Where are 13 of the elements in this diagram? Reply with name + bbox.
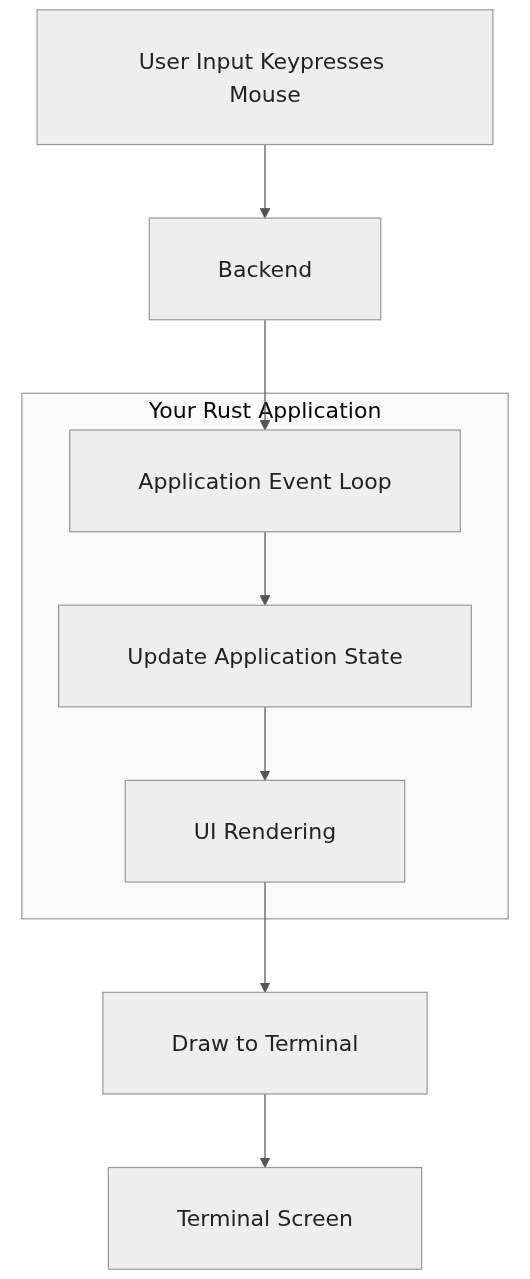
arrow <box>259 706 271 781</box>
arrow <box>259 143 271 219</box>
node-box: Application Event Loop <box>69 429 461 533</box>
node-box: Draw to Terminal <box>102 991 428 1095</box>
arrow <box>259 1093 271 1168</box>
node-box: UI Rendering <box>124 779 406 883</box>
node-box: Backend <box>148 217 382 321</box>
node-box: Update Application State <box>58 604 472 708</box>
node-box: User Input Keypresses Mouse <box>36 9 494 146</box>
node-box: Terminal Screen <box>107 1166 423 1270</box>
arrow <box>259 531 271 606</box>
arrow <box>259 319 271 431</box>
arrow <box>259 881 271 993</box>
